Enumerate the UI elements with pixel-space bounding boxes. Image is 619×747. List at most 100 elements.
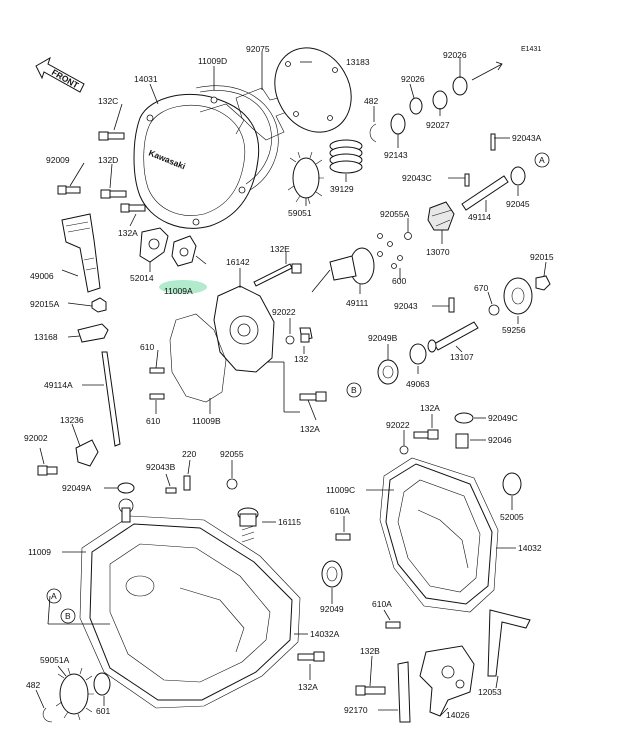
label-11009: 11009 xyxy=(28,547,51,557)
bolt-220 xyxy=(183,475,191,491)
nut-92015a xyxy=(91,297,107,313)
label-92022-lower: 92022 xyxy=(386,420,410,430)
label-11009a: 11009A xyxy=(164,286,193,296)
gear-59051a xyxy=(55,667,94,721)
leader-lines xyxy=(35,52,547,717)
label-92046: 92046 xyxy=(488,435,512,445)
bushing-92143 xyxy=(390,113,406,135)
part-labels: 14031 11009D 92075 13183 92026 92026 132… xyxy=(24,44,554,720)
pin-610-lower xyxy=(149,393,165,400)
label-11009c: 11009C xyxy=(326,485,355,495)
bolt-132c xyxy=(98,131,125,141)
gasket-11009c xyxy=(379,457,499,613)
label-16115: 16115 xyxy=(278,517,301,527)
label-92055: 92055 xyxy=(220,449,244,459)
ref-marker-b-top: B xyxy=(346,382,362,398)
ref-marker-a-top: A xyxy=(534,152,550,168)
label-132d: 132D xyxy=(98,155,118,165)
hose-49006 xyxy=(61,213,101,293)
label-13070: 13070 xyxy=(426,247,450,257)
label-92026: 92026 xyxy=(401,74,425,84)
washer-92027 xyxy=(432,90,448,110)
label-482-bottom: 482 xyxy=(26,680,40,690)
bushing-601 xyxy=(93,672,111,696)
label-59051: 59051 xyxy=(288,208,312,218)
label-52014: 52014 xyxy=(130,273,154,283)
label-49114: 49114 xyxy=(468,212,491,222)
pin-92043c xyxy=(464,173,470,187)
shaft-49114a xyxy=(101,351,121,447)
label-92009: 92009 xyxy=(46,155,70,165)
washer-92022-lower xyxy=(399,445,409,455)
label-92043: 92043 xyxy=(394,301,418,311)
bolt-92002 xyxy=(37,465,58,476)
label-92045: 92045 xyxy=(506,199,530,209)
label-92027: 92027 xyxy=(426,120,450,130)
svg-text:A: A xyxy=(539,155,545,165)
pin-610a-lower xyxy=(385,621,401,629)
bolt-132b xyxy=(355,685,386,696)
bolt-132a-upper xyxy=(120,203,146,213)
ref-marker-a-bottom: A xyxy=(46,588,62,604)
label-610-lower: 610 xyxy=(146,416,160,426)
label-132c: 132C xyxy=(98,96,118,106)
label-132b: 132B xyxy=(360,646,380,656)
label-11009d: 11009D xyxy=(198,56,227,66)
gasket-92075 xyxy=(235,87,293,141)
highlight-marker xyxy=(159,280,207,294)
seal-92049b xyxy=(377,359,399,385)
label-132a-right: 132A xyxy=(420,403,440,413)
balls-600 xyxy=(377,233,403,269)
shaft-49114 xyxy=(461,175,509,211)
bolt-132e xyxy=(253,263,302,287)
springs-39129 xyxy=(329,139,363,174)
seal-52005 xyxy=(502,472,522,496)
pin-610-upper xyxy=(149,367,165,374)
label-92026-top: 92026 xyxy=(443,50,467,60)
svg-text:B: B xyxy=(65,611,71,621)
label-92002: 92002 xyxy=(24,433,48,443)
washer-92049c xyxy=(454,412,474,424)
seal-92055a xyxy=(404,232,412,240)
pin-610a-upper xyxy=(335,533,351,541)
gasket-11009d xyxy=(195,85,279,191)
label-482-top: 482 xyxy=(364,96,378,106)
label-59051a: 59051A xyxy=(40,655,70,665)
label-14032a: 14032A xyxy=(310,629,340,639)
label-670: 670 xyxy=(474,283,488,293)
ref-marker-b-bottom: B xyxy=(60,608,76,624)
pin-92043b xyxy=(165,487,177,494)
plug-16115 xyxy=(237,507,259,543)
label-92170: 92170 xyxy=(344,705,368,715)
label-132a-lower: 132A xyxy=(298,682,318,692)
gear-59256 xyxy=(503,277,533,315)
label-92049c: 92049C xyxy=(488,413,518,423)
seal-92049a xyxy=(117,482,135,494)
label-610a-upper: 610A xyxy=(330,506,350,516)
washer-92026-b xyxy=(452,76,468,96)
shaft-13107 xyxy=(433,321,479,351)
label-132e: 132E xyxy=(270,244,290,254)
sleeve-92046 xyxy=(455,433,469,449)
pin-92043 xyxy=(448,297,455,313)
label-92022-upper: 92022 xyxy=(272,307,296,317)
label-14032: 14032 xyxy=(518,543,542,553)
label-92049a: 92049A xyxy=(62,483,92,493)
bolt-132a-lower xyxy=(297,651,325,662)
seal-92049 xyxy=(321,560,343,588)
svg-text:B: B xyxy=(351,385,357,395)
label-220: 220 xyxy=(182,449,196,459)
washer-92026-a xyxy=(409,97,423,115)
label-132a-upper: 132A xyxy=(118,228,138,238)
label-16142: 16142 xyxy=(226,257,250,267)
bracket-12053 xyxy=(487,609,531,677)
label-92055a: 92055A xyxy=(380,209,410,219)
label-92043b: 92043B xyxy=(146,462,176,472)
label-610a-lower: 610A xyxy=(372,599,392,609)
svg-text:A: A xyxy=(51,591,57,601)
guide-92170 xyxy=(397,661,411,723)
gasket-11009b xyxy=(169,313,227,403)
label-92015: 92015 xyxy=(530,252,554,262)
crankcase-14032a xyxy=(89,523,293,701)
